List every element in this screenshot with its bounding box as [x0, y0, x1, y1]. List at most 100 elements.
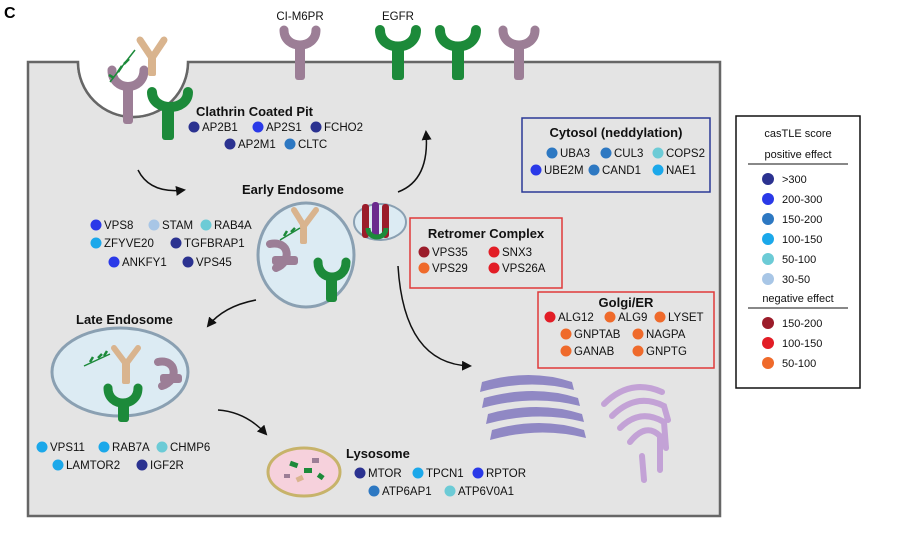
- cytosol-title: Cytosol (neddylation): [550, 125, 683, 140]
- gene-label: UBA3: [560, 148, 590, 160]
- gene-dot: [252, 121, 264, 133]
- gene-dot: [418, 246, 430, 258]
- gene-label: GANAB: [574, 346, 615, 358]
- gene-dot: [188, 121, 200, 133]
- gene-dot: [632, 345, 644, 357]
- gene-dot: [90, 219, 102, 231]
- gene-dot: [560, 328, 572, 340]
- legend-entry-label: 100-150: [782, 234, 822, 246]
- legend-swatch: [762, 193, 774, 205]
- legend-entry-label: 30-50: [782, 274, 810, 286]
- gene-dot: [654, 311, 666, 323]
- legend-entry-label: 150-200: [782, 318, 822, 330]
- arrow-early-to-late: [206, 299, 257, 328]
- golgi-stack: [480, 375, 586, 440]
- gene-dot: [108, 256, 120, 268]
- gene-label: VPS26A: [502, 263, 546, 275]
- early-endosome-title: Early Endosome: [242, 182, 344, 197]
- gene-label: FCHO2: [324, 122, 363, 134]
- gene-label: GNPTG: [646, 346, 687, 358]
- gene-dot: [488, 262, 500, 274]
- gene-dot: [170, 237, 182, 249]
- gene-dot: [136, 459, 148, 471]
- pit-cargo: [107, 36, 193, 140]
- gene-label: VPS8: [104, 220, 133, 232]
- legend-entry-label: 100-150: [782, 338, 822, 350]
- gene-label: CHMP6: [170, 442, 210, 454]
- gene-label: AP2B1: [202, 122, 238, 134]
- gene-dot: [530, 164, 542, 176]
- gene-label: VPS11: [50, 442, 85, 454]
- legend-swatch: [762, 213, 774, 225]
- late-endosome-title: Late Endosome: [76, 312, 173, 327]
- gene-label: ALG9: [618, 312, 647, 324]
- gene-dot: [652, 164, 664, 176]
- gene-dot: [604, 311, 616, 323]
- legend-entry-label: 150-200: [782, 214, 822, 226]
- gene-label: GNPTAB: [574, 329, 621, 341]
- gene-label: VPS45: [196, 257, 232, 269]
- arrow-retromer-to-golgi: [397, 265, 472, 371]
- panel-letter: C: [4, 5, 16, 22]
- gene-label: COPS2: [666, 148, 705, 160]
- arrow-pit-to-early: [137, 169, 186, 196]
- gene-label: RAB7A: [112, 442, 150, 454]
- gene-label: STAM: [162, 220, 193, 232]
- er-network: [601, 384, 671, 483]
- gene-label: TPCN1: [426, 468, 464, 480]
- gene-dot: [632, 328, 644, 340]
- gene-dot: [546, 147, 558, 159]
- gene-label: IGF2R: [150, 460, 184, 472]
- gene-dot: [560, 345, 572, 357]
- gene-label: NAGPA: [646, 329, 686, 341]
- gene-label: TGFBRAP1: [184, 238, 245, 250]
- gene-dot: [444, 485, 456, 497]
- gene-dot: [98, 441, 110, 453]
- legend-positive-label: positive effect: [764, 149, 831, 161]
- surface-receptor-ci-m6pr-2: [498, 25, 540, 80]
- legend-entry-label: 200-300: [782, 194, 822, 206]
- pathway-arrows: [137, 130, 472, 436]
- gene-dot: [36, 441, 48, 453]
- gene-dot: [368, 485, 380, 497]
- legend-swatch: [762, 317, 774, 329]
- ccp-title: Clathrin Coated Pit: [196, 104, 314, 119]
- gene-label: ATP6AP1: [382, 486, 432, 498]
- gene-dot: [310, 121, 322, 133]
- gene-dot: [472, 467, 484, 479]
- retromer-box: [409, 217, 563, 289]
- legend-swatch: [762, 173, 774, 185]
- gene-label: CAND1: [602, 165, 641, 177]
- gene-label: LYSET: [668, 312, 704, 324]
- legend-entry-label: >300: [782, 174, 807, 186]
- gene-label: CUL3: [614, 148, 643, 160]
- gene-label: RAB4A: [214, 220, 252, 232]
- golgi-title: Golgi/ER: [599, 295, 655, 310]
- early-endosome-cargo: [266, 202, 389, 302]
- gene-label: NAE1: [666, 165, 696, 177]
- late-endosome-cargo: [83, 345, 182, 422]
- gene-label: ZFYVE20: [104, 238, 154, 250]
- gene-label: SNX3: [502, 247, 532, 259]
- gene-dot: [600, 147, 612, 159]
- golgi-box: [537, 291, 715, 369]
- ci-m6pr-label: CI-M6PR: [276, 11, 323, 23]
- retromer-title: Retromer Complex: [428, 226, 545, 241]
- legend-swatch: [762, 253, 774, 265]
- gene-label: VPS35: [432, 247, 468, 259]
- legend-swatch: [762, 233, 774, 245]
- lysosome-title: Lysosome: [346, 446, 410, 461]
- gene-dot: [354, 467, 366, 479]
- gene-dot: [418, 262, 430, 274]
- gene-dot: [544, 311, 556, 323]
- gene-dot: [200, 219, 212, 231]
- arrow-early-to-surface: [397, 130, 432, 193]
- gene-dot: [148, 219, 160, 231]
- gene-dot: [90, 237, 102, 249]
